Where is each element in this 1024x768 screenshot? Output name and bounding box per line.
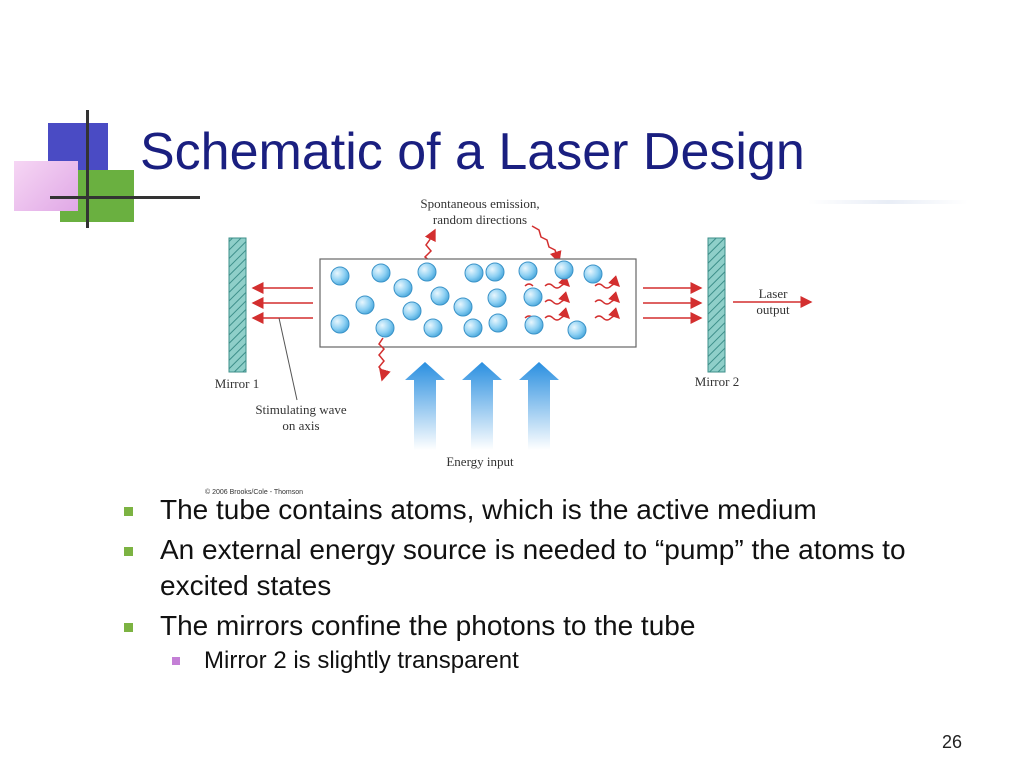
- laser-label-line1: Laser: [759, 286, 789, 301]
- spontaneous-arrow-right: [531, 225, 562, 264]
- stimulating-label-line2: on axis: [282, 418, 319, 433]
- bullet-text: The mirrors confine the photons to the t…: [160, 610, 696, 641]
- laser-label-line2: output: [756, 302, 790, 317]
- title-underline: [808, 200, 968, 204]
- atom: [371, 263, 391, 283]
- atom: [487, 288, 507, 308]
- decor-vertical-line: [86, 110, 89, 228]
- list-item-sub: Mirror 2 is slightly transparent: [122, 646, 992, 676]
- atom: [423, 318, 443, 338]
- atom: [485, 262, 505, 282]
- photon-wave: [594, 307, 620, 321]
- energy-label: Energy input: [446, 454, 514, 469]
- photon-wave: [594, 275, 620, 289]
- atom: [430, 286, 450, 306]
- energy-arrow-3: [519, 362, 559, 450]
- energy-arrow-1: [405, 362, 445, 450]
- bullet-text: An external energy source is needed to “…: [160, 534, 906, 601]
- atoms: [330, 260, 603, 340]
- copyright-text: © 2006 Brooks/Cole - Thomson: [205, 488, 303, 496]
- photon-wave: [544, 275, 570, 289]
- atom: [375, 318, 395, 338]
- list-item: The mirrors confine the photons to the t…: [122, 608, 992, 644]
- stimulating-label-line1: Stimulating wave: [255, 402, 347, 417]
- atom: [402, 301, 422, 321]
- decor-pink-square: [14, 161, 78, 211]
- photon-wave: [524, 283, 534, 287]
- atom: [567, 320, 587, 340]
- atom: [355, 295, 375, 315]
- atom: [583, 264, 603, 284]
- list-item: The tube contains atoms, which is the ac…: [122, 492, 992, 528]
- atom: [330, 314, 350, 334]
- energy-arrow-2: [462, 362, 502, 450]
- photon-wave: [544, 307, 570, 321]
- bullet-marker: [124, 547, 133, 556]
- mirror1-label: Mirror 1: [215, 376, 259, 391]
- page-title: Schematic of a Laser Design: [140, 123, 805, 181]
- atom: [463, 318, 483, 338]
- decor-horizontal-line: [50, 196, 200, 199]
- atom: [464, 263, 484, 283]
- atom: [523, 287, 543, 307]
- bullet-marker: [124, 623, 133, 632]
- atom: [524, 315, 544, 335]
- laser-diagram: Spontaneous emission, random directions …: [205, 196, 813, 496]
- atom: [488, 313, 508, 333]
- page-number: 26: [941, 732, 962, 752]
- bullet-list: The tube contains atoms, which is the ac…: [122, 492, 992, 680]
- spontaneous-arrow-down: [378, 337, 391, 382]
- atom: [554, 260, 574, 280]
- spontaneous-label-line1: Spontaneous emission,: [420, 196, 539, 211]
- atom: [518, 261, 538, 281]
- mirror-2: [707, 237, 726, 373]
- mirror2-label: Mirror 2: [695, 374, 739, 389]
- atom: [330, 266, 350, 286]
- atom: [417, 262, 437, 282]
- stimulating-pointer-line: [278, 317, 298, 401]
- atom: [453, 297, 473, 317]
- sub-bullet-marker: [172, 657, 180, 665]
- bullet-text: The tube contains atoms, which is the ac…: [160, 494, 817, 525]
- photon-wave: [594, 291, 620, 305]
- stimulated-photons: [524, 275, 620, 321]
- photon-wave: [544, 291, 570, 305]
- sub-bullet-text: Mirror 2 is slightly transparent: [204, 647, 519, 674]
- bullet-marker: [124, 507, 133, 516]
- mirror-1: [228, 237, 247, 373]
- atom: [393, 278, 413, 298]
- list-item: An external energy source is needed to “…: [122, 532, 992, 604]
- spontaneous-label-line2: random directions: [433, 212, 527, 227]
